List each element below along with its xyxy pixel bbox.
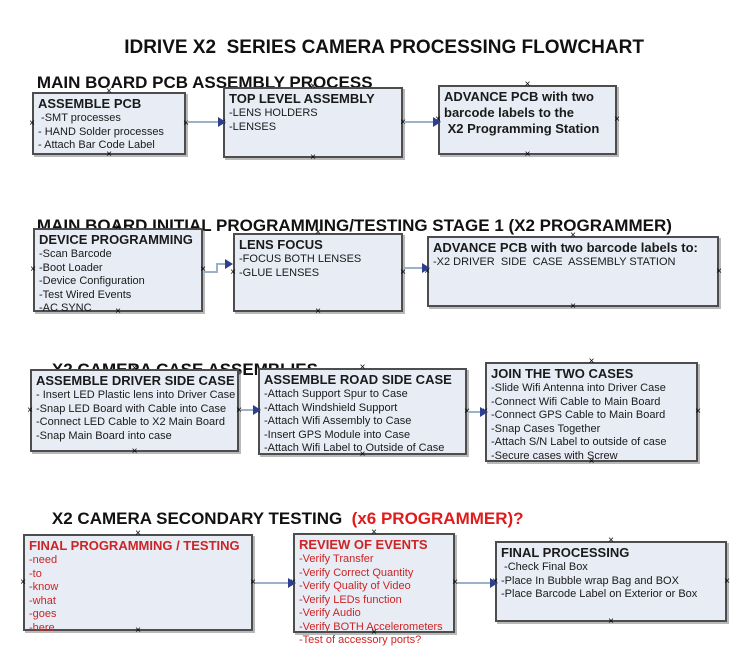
box-title: FINAL PROCESSING (501, 545, 630, 560)
box-items: -SMT processes - HAND Solder processes -… (38, 112, 164, 151)
handle-x-icon (310, 82, 316, 92)
handle-x-icon (360, 363, 366, 373)
box-title: ADVANCE PCB with two barcode labels to t… (444, 89, 600, 136)
handle-x-icon (115, 223, 121, 233)
connector-arrow (457, 578, 498, 588)
box-lens-focus: LENS FOCUS -FOCUS BOTH LENSES -GLUE LENS… (233, 233, 403, 312)
handle-x-icon (695, 407, 701, 417)
handle-x-icon (315, 228, 321, 238)
handle-x-icon (315, 307, 321, 317)
box-items: -LENS HOLDERS -LENSES (229, 107, 318, 133)
handle-x-icon (614, 115, 620, 125)
box-title: DEVICE PROGRAMMING (39, 232, 193, 247)
handle-x-icon (371, 528, 377, 538)
connector-arrow (241, 405, 261, 415)
box-title: REVIEW OF EVENTS (299, 537, 428, 552)
handle-x-icon (570, 231, 576, 241)
box-items: -Scan Barcode -Boot Loader -Device Confi… (39, 248, 145, 314)
connector-arrow (468, 407, 488, 417)
box-title: JOIN THE TWO CASES (491, 366, 634, 381)
handle-x-icon (608, 536, 614, 546)
box-title: ASSEMBLE DRIVER SIDE CASE (36, 373, 235, 388)
box-assemble-road-side-case: ASSEMBLE ROAD SIDE CASE -Attach Support … (258, 368, 467, 455)
handle-x-icon (716, 267, 722, 277)
handle-x-icon (115, 307, 121, 317)
box-items: -FOCUS BOTH LENSES -GLUE LENSES (239, 253, 362, 279)
connector-arrow (404, 263, 430, 273)
handle-x-icon (310, 153, 316, 163)
handle-x-icon (400, 268, 406, 278)
handle-x-icon (29, 119, 35, 129)
section-heading-red-text: (x6 PROGRAMMER)? (351, 509, 524, 528)
handle-x-icon (589, 457, 595, 467)
handle-x-icon (20, 578, 26, 588)
handle-x-icon (608, 617, 614, 627)
box-top-level-assembly: TOP LEVEL ASSEMBLY -LENS HOLDERS -LENSES (223, 87, 403, 158)
box-final-processing: FINAL PROCESSING -Check Final Box -Place… (495, 541, 727, 622)
box-title: TOP LEVEL ASSEMBLY (229, 91, 375, 106)
page-title: IDRIVE X2 SERIES CAMERA PROCESSING FLOWC… (0, 15, 747, 81)
box-items: - Insert LED Plastic lens into Driver Ca… (36, 389, 236, 442)
handle-x-icon (27, 406, 33, 416)
box-items: -need -to -know -what -goes -here (29, 554, 59, 634)
section-heading-secondary-testing: X2 CAMERA SECONDARY TESTING (x6 PROGRAMM… (33, 489, 524, 549)
box-title: FINAL PROGRAMMING / TESTING (29, 538, 240, 553)
connector-arrow (187, 117, 226, 127)
handle-x-icon (30, 265, 36, 275)
handle-x-icon (589, 357, 595, 367)
box-title: ADVANCE PCB with two barcode labels to: (433, 240, 698, 255)
handle-x-icon (135, 626, 141, 636)
handle-x-icon (200, 265, 206, 275)
box-review-of-events: REVIEW OF EVENTS -Verify Transfer -Verif… (293, 533, 455, 646)
box-title: ASSEMBLE PCB (38, 96, 142, 111)
handle-x-icon (132, 447, 138, 457)
connector-arrow (404, 117, 441, 127)
box-assemble-pcb: ASSEMBLE PCB -SMT processes - HAND Solde… (32, 92, 186, 155)
connector-arrow (255, 578, 296, 588)
handle-x-icon (135, 529, 141, 539)
box-items: -Verify Transfer -Verify Correct Quantit… (299, 553, 443, 646)
handle-x-icon (183, 119, 189, 129)
handle-x-icon (360, 450, 366, 460)
handle-x-icon (106, 87, 112, 97)
box-advance-pcb-programming-station: ADVANCE PCB with two barcode labels to t… (438, 85, 617, 155)
box-items: -X2 DRIVER SIDE CASE ASSEMBLY STATION (433, 256, 676, 268)
handle-x-icon (525, 150, 531, 160)
handle-x-icon (230, 268, 236, 278)
box-items: -Attach Support Spur to Case -Attach Win… (264, 388, 445, 454)
handle-x-icon (525, 80, 531, 90)
handle-x-icon (371, 628, 377, 638)
page-title-text: IDRIVE X2 SERIES CAMERA PROCESSING FLOWC… (124, 37, 644, 58)
section-heading-text: X2 CAMERA SECONDARY TESTING (51, 509, 352, 528)
box-join-the-two-cases: JOIN THE TWO CASES -Slide Wifi Antenna i… (485, 362, 698, 462)
box-title: LENS FOCUS (239, 237, 323, 252)
box-assemble-driver-side-case: ASSEMBLE DRIVER SIDE CASE - Insert LED P… (30, 369, 239, 452)
box-items: -Slide Wifi Antenna into Driver Case -Co… (491, 382, 667, 462)
box-items: -Check Final Box -Place In Bubble wrap B… (501, 561, 698, 600)
box-advance-pcb-driver-side-station: ADVANCE PCB with two barcode labels to: … (427, 236, 719, 307)
box-title: ASSEMBLE ROAD SIDE CASE (264, 372, 452, 387)
handle-x-icon (106, 150, 112, 160)
box-device-programming: DEVICE PROGRAMMING -Scan Barcode -Boot L… (30, 228, 206, 314)
box-final-programming-testing: FINAL PROGRAMMING / TESTING -need -to -k… (20, 534, 253, 634)
handle-x-icon (724, 577, 730, 587)
handle-x-icon (570, 302, 576, 312)
handle-x-icon (132, 364, 138, 374)
